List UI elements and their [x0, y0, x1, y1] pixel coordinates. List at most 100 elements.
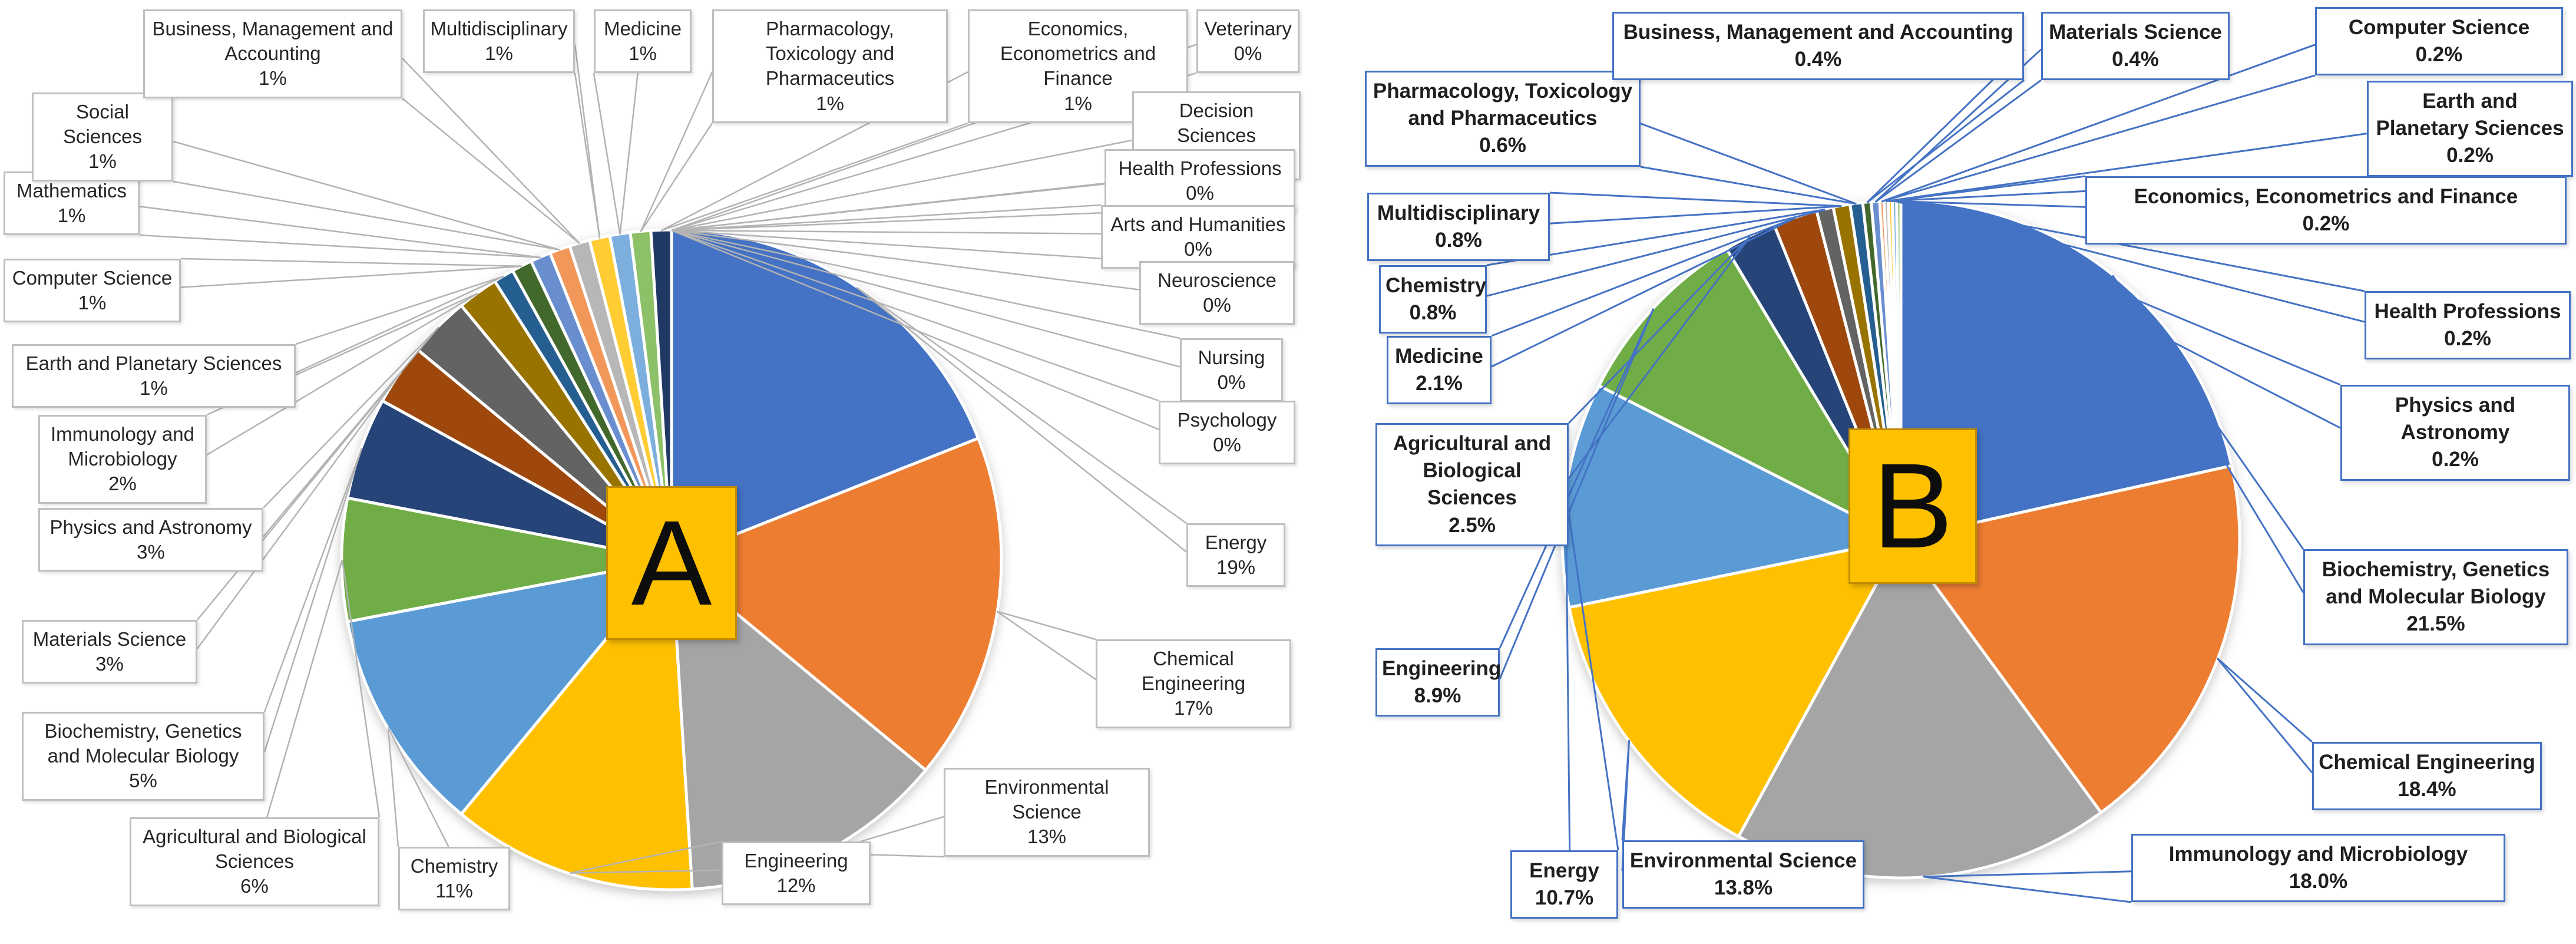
- callout-category-text: Biochemistry, Genetics and Molecular Bio…: [2322, 558, 2550, 609]
- callout-percent-text: 0.2%: [2302, 212, 2350, 236]
- slice-engineering: [459, 556, 694, 892]
- callout-percent-text: 0%: [1184, 238, 1212, 260]
- panel-b-badge: B: [1848, 428, 1977, 584]
- callout-category-text: Chemical Engineering: [2319, 751, 2535, 774]
- callout-category-text: Energy: [1529, 859, 1599, 882]
- callout-category-text: Materials Science: [32, 628, 187, 650]
- callout-biochemistry-genetics-and-molecular-biology: Biochemistry, Genetics and Molecular Bio…: [22, 712, 264, 801]
- callout-category-text: Pharmacology, Toxicology and Pharmaceuti…: [1373, 80, 1633, 130]
- callout-category-text: Social Sciences: [63, 101, 142, 148]
- callout-category-text: Economics, Econometrics and Finance: [1000, 18, 1156, 90]
- callout-multidisciplinary: Multidisciplinary 0.8%: [1367, 193, 1550, 262]
- slice-biochemistry-genetics-and-molecular-biology: [1899, 199, 2234, 542]
- callout-percent-text: 0.2%: [2432, 448, 2479, 471]
- callout-percent-text: 0.4%: [2112, 48, 2159, 71]
- callout-category-text: Health Professions: [1118, 157, 1282, 179]
- callout-percent-text: 1%: [57, 204, 86, 227]
- callout-category-text: Physics and Astronomy: [2395, 394, 2516, 444]
- callout-percent-text: 18.4%: [2398, 778, 2456, 801]
- callout-category-text: Nursing: [1198, 346, 1265, 368]
- callout-percent-text: 1%: [816, 92, 844, 114]
- callout-category-text: Economics, Econometrics and Finance: [2134, 185, 2518, 208]
- callout-health-professions: Health Professions 0%: [1105, 149, 1295, 213]
- callout-percent-text: 1%: [140, 377, 168, 400]
- callout-percent-text: 1%: [629, 42, 657, 65]
- callout-percent-text: 0%: [1213, 434, 1241, 456]
- callout-percent-text: 0.2%: [2446, 144, 2494, 167]
- callout-category-text: Energy: [1205, 532, 1267, 553]
- callout-percent-text: 12%: [776, 874, 816, 897]
- chart-b-panel: Biochemistry, Genetics and Molecular Bio…: [1302, 0, 2576, 944]
- leader-lines: [139, 44, 1197, 874]
- callout-percent-text: 3%: [95, 653, 124, 675]
- callout-category-text: Computer Science: [2348, 16, 2530, 39]
- callout-pharmacology-toxicology-and-pharmaceutics: Pharmacology, Toxicology and Pharmaceuti…: [1365, 71, 1641, 167]
- callout-category-text: Engineering: [1382, 657, 1502, 680]
- callout-percent-text: 2%: [108, 473, 137, 495]
- callout-chemical-engineering: Chemical Engineering 18.4%: [2312, 742, 2542, 811]
- callout-category-text: Multidisciplinary: [1377, 202, 1540, 225]
- callout-computer-science: Computer Science 0.2%: [2315, 7, 2563, 76]
- callout-category-text: Arts and Humanities: [1110, 213, 1286, 235]
- callout-percent-text: 0.2%: [2415, 43, 2463, 67]
- callout-percent-text: 2.1%: [1416, 372, 1463, 395]
- callout-category-text: Earth and Planetary Sciences: [2376, 90, 2564, 140]
- callout-category-text: Neuroscience: [1158, 269, 1277, 291]
- callout-category-text: Environmental Science: [1629, 849, 1857, 872]
- callout-earth-and-planetary-sciences: Earth and Planetary Sciences 1%: [12, 344, 296, 408]
- callout-percent-text: 0.8%: [1435, 229, 1482, 252]
- callout-percent-text: 0.8%: [1409, 301, 1457, 325]
- callout-percent-text: 0%: [1186, 182, 1214, 204]
- callout-percent-text: 13%: [1027, 826, 1067, 848]
- callout-category-text: Chemistry: [1385, 274, 1487, 297]
- callout-percent-text: 0%: [1217, 371, 1246, 394]
- callout-category-text: Multidisciplinary: [430, 18, 568, 39]
- callout-category-text: Pharmacology, Toxicology and Pharmaceuti…: [765, 18, 895, 90]
- callout-category-text: Medicine: [603, 18, 682, 39]
- callout-pharmacology-toxicology-and-pharmaceutics: Pharmacology, Toxicology and Pharmaceuti…: [712, 9, 948, 123]
- callout-medicine: Medicine 1%: [594, 9, 692, 74]
- callout-category-text: Computer Science: [12, 267, 173, 289]
- callout-category-text: Agricultural and Biological Sciences: [143, 826, 366, 873]
- callout-category-text: Chemistry: [410, 855, 498, 877]
- callout-percent-text: 0.4%: [1794, 48, 1842, 71]
- callout-category-text: Business, Management and Accounting: [152, 18, 393, 65]
- callout-percent-text: 17%: [1173, 697, 1213, 719]
- callout-category-text: Mathematics: [16, 180, 127, 202]
- callout-category-text: Physics and Astronomy: [49, 516, 252, 538]
- callout-category-text: Agricultural and Biological Sciences: [1393, 432, 1552, 510]
- callout-nursing: Nursing 0%: [1180, 338, 1283, 402]
- callout-category-text: Veterinary: [1204, 18, 1292, 39]
- callout-biochemistry-genetics-and-molecular-biology: Biochemistry, Genetics and Molecular Bio…: [2303, 549, 2568, 645]
- callout-percent-text: 8.9%: [1414, 684, 1461, 708]
- callout-arts-and-humanities: Arts and Humanities 0%: [1101, 205, 1295, 269]
- callout-category-text: Chemical Engineering: [1141, 648, 1246, 695]
- callout-percent-text: 2.5%: [1449, 513, 1496, 537]
- callout-category-text: Immunology and Microbiology: [2168, 843, 2468, 866]
- callout-earth-and-planetary-sciences: Earth and Planetary Sciences 0.2%: [2367, 81, 2573, 177]
- callout-percent-text: 0.6%: [1479, 134, 1526, 157]
- callout-percent-text: 11%: [435, 880, 473, 902]
- callout-category-text: Earth and Planetary Sciences: [25, 352, 282, 374]
- callout-percent-text: 1%: [259, 67, 287, 90]
- callout-percent-text: 1%: [1064, 92, 1092, 114]
- callout-percent-text: 1%: [485, 42, 513, 65]
- callout-materials-science: Materials Science 3%: [22, 620, 197, 684]
